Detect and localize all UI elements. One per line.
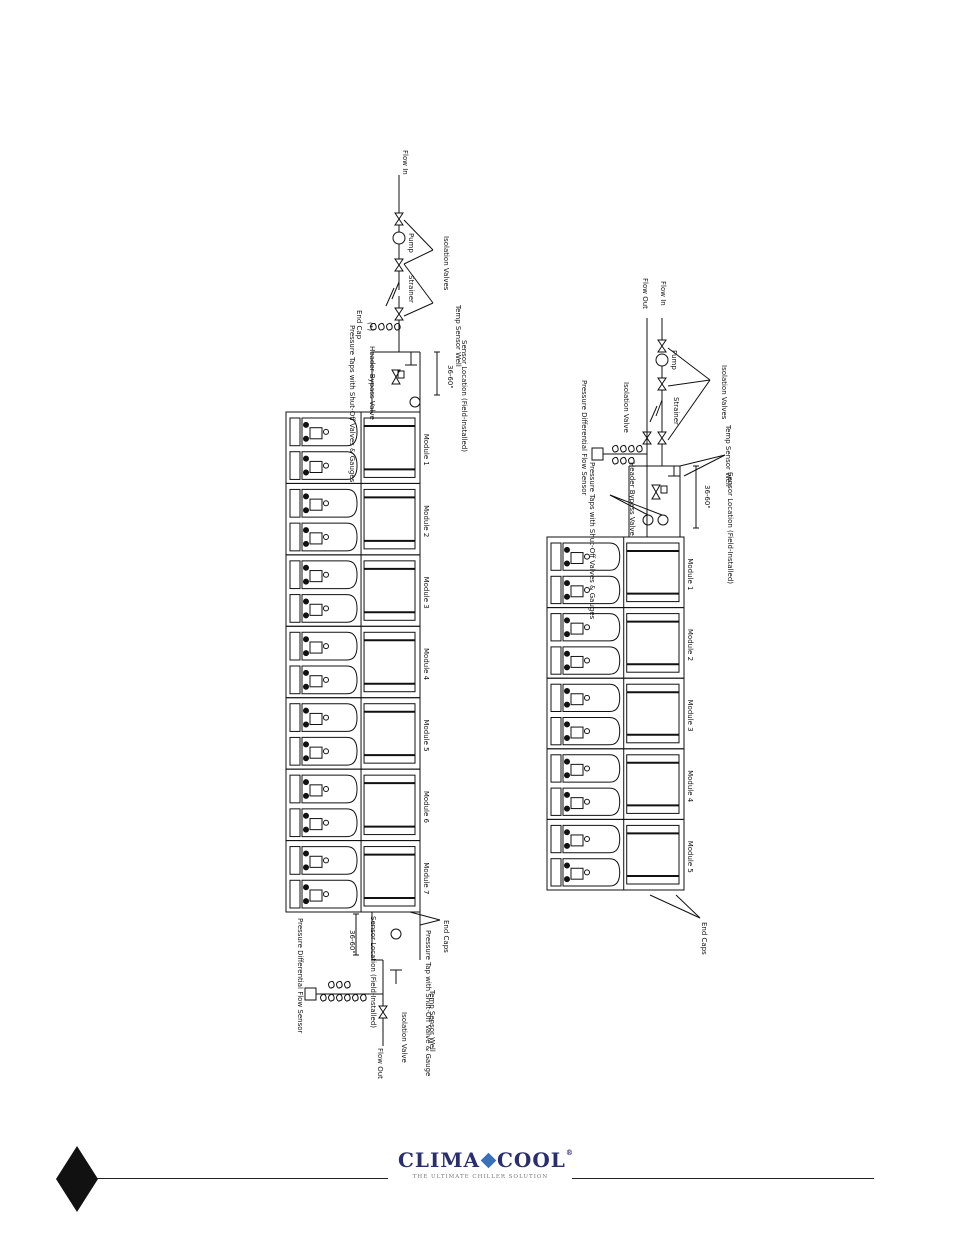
left-sensor-distance-label: 36-60" (446, 365, 454, 389)
left-module-6: Module 6 (285, 768, 430, 842)
left-header-bypass-label: Header Bypass Valve (368, 346, 376, 420)
right-temp-sensor-label: Temp Sensor Well (724, 424, 732, 487)
left-module-stack: Module 1 Module 2 Module 3 Module 4 Module 5… (285, 411, 430, 913)
right-strainer-label: Strainer (672, 397, 680, 425)
right-header-bypass-label: Header Bypass Valve (628, 462, 636, 536)
right-module-3: Module 3 (546, 677, 694, 750)
left-end-cap-label: End Cap (355, 310, 363, 340)
left-sensor-location-label: Sensor Location (Field-Installed) (460, 340, 468, 452)
left-pressure-gauge-icon (409, 396, 421, 408)
left-flow-in-label: Flow In (401, 150, 409, 175)
right-flow-sensor-icon (591, 447, 604, 461)
left-strainer-label: Strainer (407, 275, 415, 303)
logo-diamond-icon (480, 1152, 497, 1169)
right-gauge-icon-2 (657, 514, 669, 526)
left-pressure-taps-label: Pressure Taps with Shut-Off Valves & Gau… (348, 325, 356, 483)
right-module-2: Module 2 (546, 607, 694, 679)
right-sensor-location-label: Sensor Location (Field-Installed) (726, 472, 734, 584)
logo-tagline: THE ULTIMATE CHILLER SOLUTION (412, 1174, 549, 1180)
right-module-5-label: Module 5 (686, 841, 694, 873)
right-module-3-label: Module 3 (686, 700, 694, 732)
left-pump-icon (392, 231, 406, 245)
left-inlet-piping (370, 175, 440, 412)
right-sensor-distance-label: 36-60" (703, 485, 711, 509)
footer-line-left (96, 1178, 388, 1179)
left-module-7: Module 7 (285, 840, 430, 913)
right-end-caps-label: End Caps (700, 922, 708, 955)
left-outlet-piping (304, 911, 441, 1046)
left-module-5: Module 5 (285, 697, 430, 770)
right-module-1-label: Module 1 (686, 558, 694, 590)
right-flow-out-label: Flow Out (641, 278, 649, 309)
left-module-3: Module 3 (285, 554, 430, 627)
footer-line-right (572, 1178, 874, 1179)
right-module-4: Module 4 (546, 748, 694, 820)
right-pressure-taps-label: Pressure Taps with Shut-Off Valves & Gau… (588, 462, 596, 620)
right-labels: Flow In Flow Out Pump Strainer Isolation… (580, 278, 734, 955)
left-module-1: Module 1 (285, 411, 430, 484)
logo-registered: ® (565, 1148, 574, 1157)
left-sensor-distance-out-label: 36-60" (348, 930, 356, 954)
left-module-4-label: Module 4 (422, 648, 430, 681)
left-isolation-valves-label: Isolation Valves (442, 236, 450, 291)
right-pump-label: Pump (670, 350, 678, 370)
left-isolation-valve-label: Isolation Valve (400, 1012, 408, 1063)
left-module-2-label: Module 2 (422, 505, 430, 537)
left-labels: Flow In Pump Isolation Valves Strainer E… (296, 150, 468, 1079)
right-module-4-label: Module 4 (686, 770, 694, 803)
left-sensor-location-out-label: Sensor Location (Field-Installed) (369, 916, 377, 1028)
right-gauge-icon-1 (642, 514, 654, 526)
left-module-1-label: Module 1 (422, 434, 430, 466)
left-temp-sensor-out-label: Temp Sensor Well (428, 989, 436, 1052)
left-pressure-tap-label: Pressure Tap with Shut-Off Valve & Gauge (424, 930, 432, 1076)
left-module-7-label: Module 7 (422, 862, 430, 894)
right-module-5: Module 5 (546, 818, 694, 891)
right-isolation-valve-label: Isolation Valve (622, 382, 630, 433)
left-outlet-gauge-icon (390, 928, 402, 940)
right-module-1: Module 1 (546, 536, 694, 609)
right-module-stack: Module 1 Module 2 Module 3 Module 4 Module 5 (546, 536, 694, 891)
left-module-5-label: Module 5 (422, 719, 430, 751)
right-isolation-valves-label: Isolation Valves (720, 365, 728, 420)
right-pump-icon (655, 353, 669, 367)
left-pump-label: Pump (407, 233, 415, 253)
left-module-2: Module 2 (285, 482, 430, 556)
left-module-6-label: Module 6 (422, 791, 430, 824)
right-flow-in-label: Flow In (659, 281, 667, 306)
left-asterisk-label: (*) (366, 322, 374, 331)
left-temp-sensor-label: Temp Sensor Well (454, 304, 462, 367)
left-diff-flow-sensor-label: Pressure Differential Flow Sensor (296, 918, 304, 1034)
left-module-3-label: Module 3 (422, 577, 430, 609)
left-flow-sensor-icon (304, 987, 317, 1001)
page-diamond-icon (56, 1146, 98, 1212)
left-end-caps-label: End Caps (442, 920, 450, 953)
left-module-4: Module 4 (285, 625, 430, 699)
right-module-2-label: Module 2 (686, 629, 694, 661)
right-diff-flow-sensor-label: Pressure Differential Flow Sensor (580, 380, 588, 496)
logo-text-right: COOL (497, 1148, 566, 1172)
climacool-logo: CLIMA COOL® THE ULTIMATE CHILLER SOLUTION (398, 1148, 573, 1194)
left-flow-out-label: Flow Out (376, 1048, 384, 1079)
logo-text-left: CLIMA (398, 1148, 480, 1172)
logo-wordmark: CLIMA COOL® (398, 1148, 573, 1172)
right-inlet-piping (591, 318, 726, 919)
